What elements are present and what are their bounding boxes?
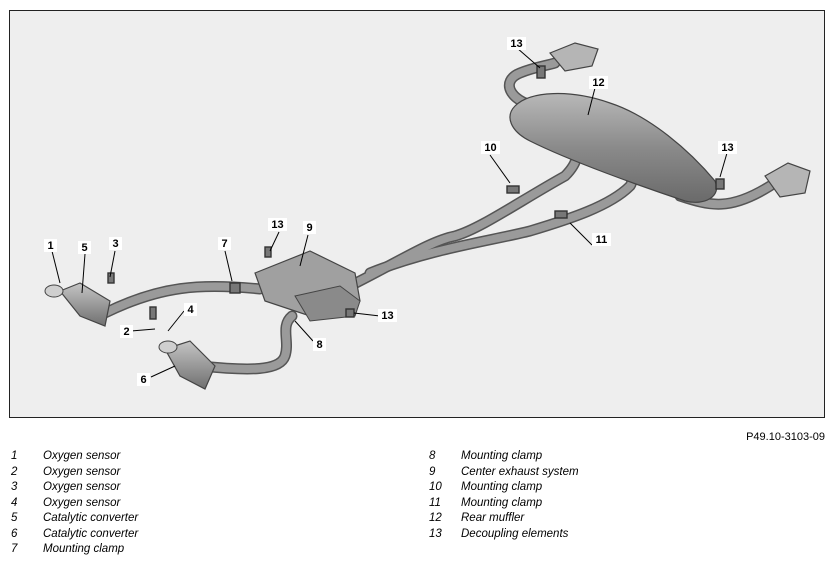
legend-number: 3	[11, 481, 18, 493]
callout-2: 2	[123, 326, 129, 338]
converter-inlet-lower	[158, 340, 178, 354]
callout-12-box	[589, 76, 608, 89]
callout-13-box-d	[378, 309, 397, 322]
legend-item: 9 Center exhaust system	[429, 465, 579, 481]
legend-item: 11 Mounting clamp	[429, 496, 579, 512]
callout-5: 5	[81, 242, 87, 254]
callout-12: 12	[592, 77, 604, 89]
callout-13-a: 13	[271, 219, 283, 231]
callout-4-box	[184, 303, 197, 316]
callout-10-box	[481, 141, 500, 154]
legend-item: 2 Oxygen sensor	[11, 465, 138, 481]
legend-number: 13	[429, 527, 442, 540]
callout-8-box	[313, 338, 326, 351]
legend-number: 10	[429, 481, 442, 493]
legend-item: 1 Oxygen sensor	[11, 449, 138, 465]
callout-7-box	[218, 237, 231, 250]
sensor-and-clamp-details	[107, 65, 725, 320]
callout-7: 7	[221, 238, 227, 250]
legend-number: 11	[429, 496, 441, 509]
callout-9: 9	[306, 222, 312, 234]
callout-3-box	[109, 237, 122, 250]
legend-item: 13 Decoupling elements	[429, 527, 579, 543]
callout-13-b: 13	[510, 38, 522, 50]
legend-number: 7	[11, 543, 18, 555]
legend-label: Oxygen sensor	[43, 450, 121, 462]
legend-number: 2	[11, 465, 18, 478]
legend-label: Oxygen sensor	[43, 465, 121, 478]
callout-11-box	[592, 233, 611, 246]
callout-2-box	[120, 325, 133, 338]
legend-label: Mounting clamp	[461, 481, 543, 493]
legend-item: 6 Catalytic converter	[11, 527, 138, 543]
exhaust-pipes	[99, 57, 776, 375]
legend-item: 5 Catalytic converter	[11, 511, 138, 527]
legend-label: Oxygen sensor	[43, 496, 121, 509]
tailpipe-upper-shape	[549, 42, 599, 72]
catalytic-converter-lower-shape	[164, 340, 216, 390]
center-silencer-lower-shape	[294, 285, 361, 322]
callout-13-d: 13	[381, 310, 393, 322]
legend-label: Rear muffler	[461, 512, 525, 524]
callout-11: 11	[596, 234, 608, 246]
legend-label: Mounting clamp	[461, 496, 543, 509]
legend-item: 8 Mounting clamp	[429, 449, 579, 465]
callout-5-box	[78, 241, 91, 254]
legend-label: Catalytic converter	[43, 527, 139, 540]
tailpipe-right-shape	[764, 162, 811, 198]
callout-3: 3	[112, 238, 118, 250]
callout-9-box	[303, 221, 316, 234]
legend-label: Catalytic converter	[43, 512, 139, 524]
callout-13-box-b	[507, 37, 526, 50]
legend-number: 1	[11, 450, 18, 462]
callout-1-box	[44, 239, 57, 252]
callout-8: 8	[316, 339, 322, 351]
legend-item: 3 Oxygen sensor	[11, 480, 138, 496]
legend-label: Decoupling elements	[461, 527, 569, 540]
exhaust-system-drawing: 1 5 3 2 4 6 7 8 9 13 10 11 12	[44, 37, 811, 390]
legend-item: 4 Oxygen sensor	[11, 496, 138, 512]
legend-label: Center exhaust system	[461, 465, 579, 478]
figure-id: P49.10-3103-09	[746, 431, 825, 443]
catalytic-converter-upper-shape	[59, 282, 111, 327]
callout-6: 6	[140, 374, 146, 386]
legend-number: 9	[429, 465, 436, 478]
legend-label: Oxygen sensor	[43, 481, 121, 493]
callout-6-box	[137, 373, 150, 386]
rear-muffler-shape	[509, 92, 718, 203]
legend-item: 10 Mounting clamp	[429, 480, 579, 496]
legend-item: 7 Mounting clamp	[11, 542, 138, 558]
callout-10: 10	[484, 142, 496, 154]
callout-13-box-a	[268, 218, 287, 231]
legend-number: 5	[11, 512, 18, 524]
legend-number: 6	[11, 527, 18, 540]
callout-numbers: 1 5 3 2 4 6 7 8 9 13 10 11 12	[44, 37, 737, 386]
callout-13-box-c	[718, 141, 737, 154]
callout-13-c: 13	[721, 142, 733, 154]
legend-item: 12 Rear muffler	[429, 511, 579, 527]
converter-inlet-upper	[44, 284, 64, 298]
legend-label: Mounting clamp	[43, 543, 125, 555]
legend-number: 4	[11, 496, 18, 509]
callout-leaders	[51, 47, 728, 378]
legend-number: 12	[429, 512, 442, 524]
exhaust-system-illustration: 1 5 3 2 4 6 7 8 9 13 10 11 12	[9, 10, 825, 418]
legend-label: Mounting clamp	[461, 450, 543, 462]
legend-number: 8	[429, 450, 436, 462]
callout-4: 4	[187, 304, 194, 316]
callout-1: 1	[47, 240, 53, 252]
